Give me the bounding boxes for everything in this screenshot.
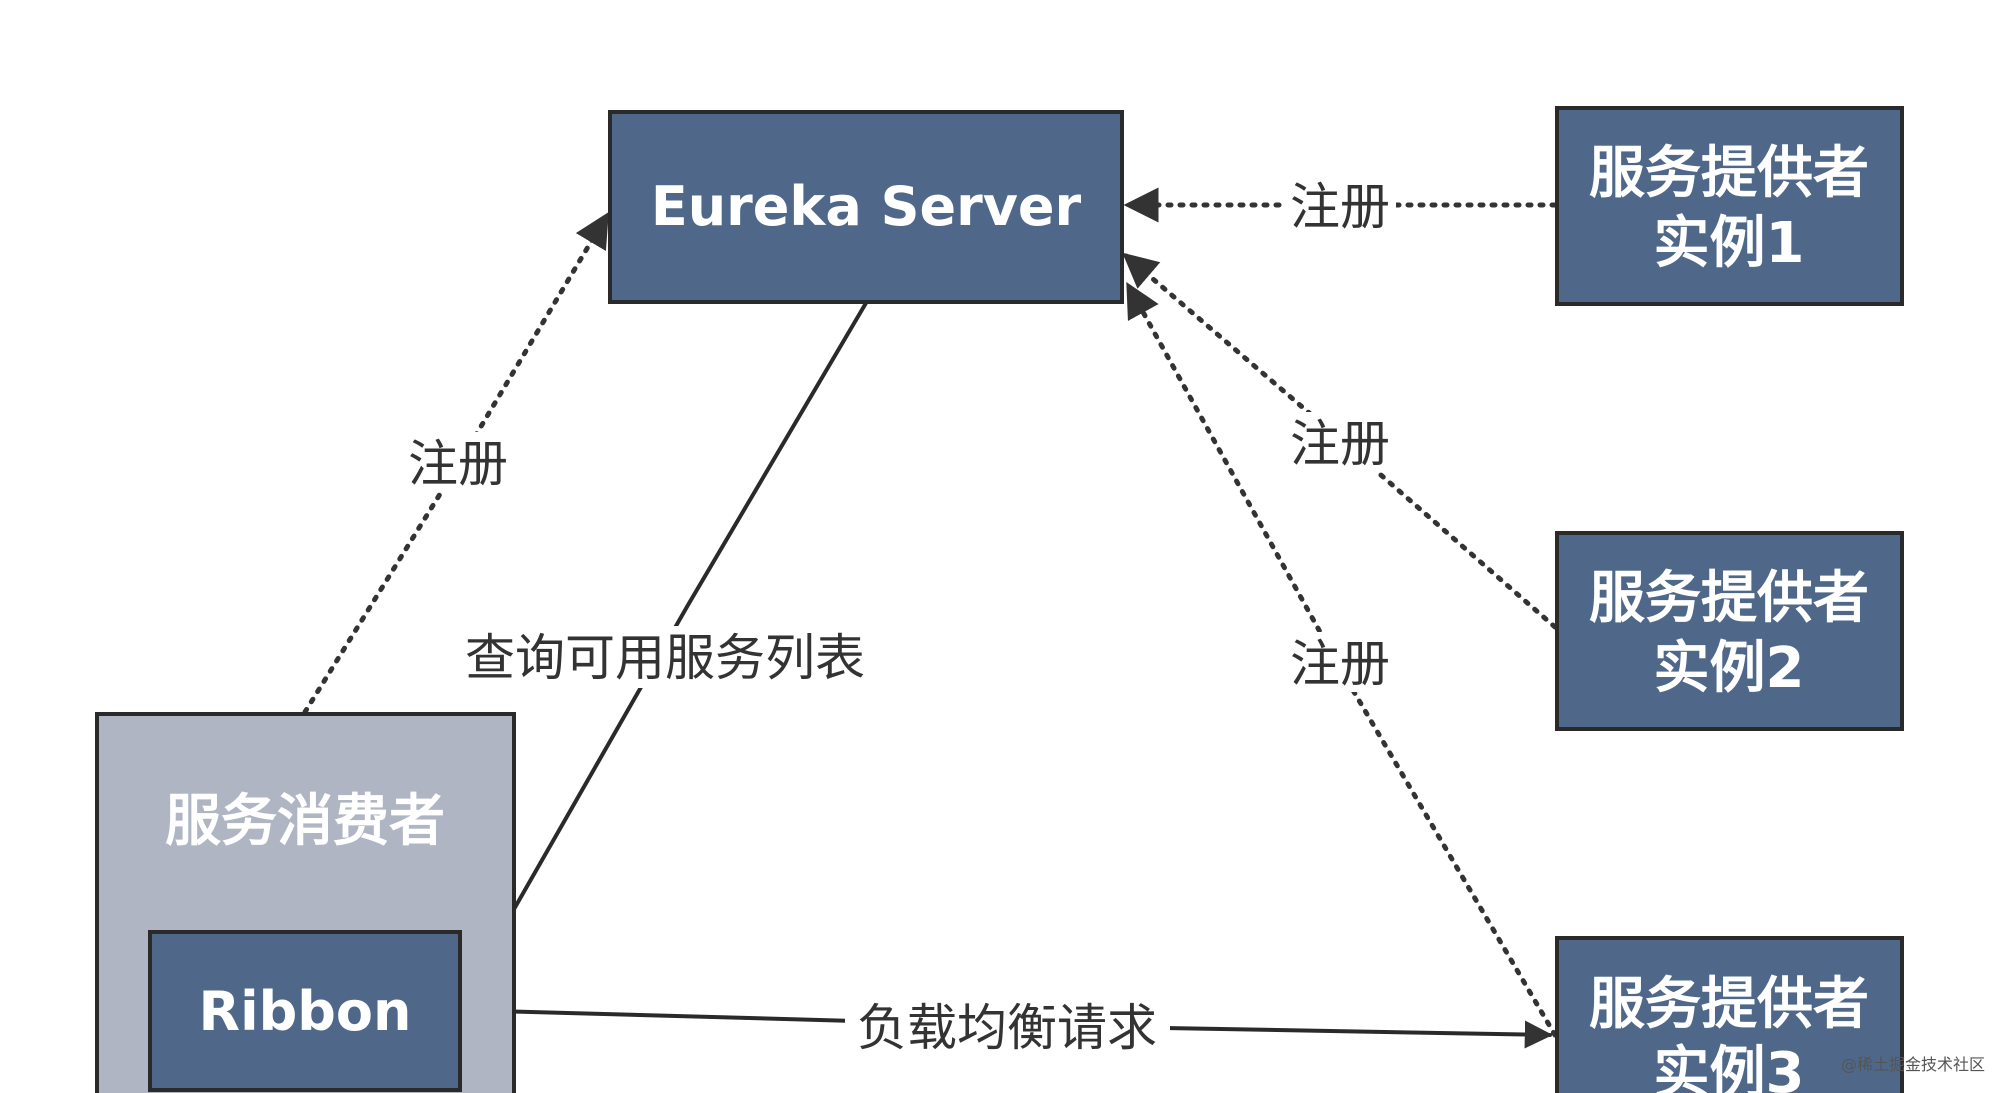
node-ribbon[interactable]: Ribbon <box>148 930 462 1092</box>
node-provider-3-line2: 实例3 <box>1654 1041 1805 1093</box>
node-eureka-server[interactable]: Eureka Server <box>608 110 1124 304</box>
node-provider-2-line1: 服务提供者 <box>1589 566 1869 631</box>
edge-label-register-consumer: 注册 <box>408 435 508 493</box>
node-provider-1[interactable]: 服务提供者 实例1 <box>1555 106 1904 306</box>
node-provider-3[interactable]: 服务提供者 实例3 <box>1555 936 1904 1093</box>
edge-label-load-balance: 负载均衡请求 <box>857 999 1157 1057</box>
node-provider-1-line1: 服务提供者 <box>1589 141 1869 206</box>
edge-label-register-provider1: 注册 <box>1290 178 1390 236</box>
edge-label-register-provider3: 注册 <box>1290 635 1390 693</box>
edge-label-query-services: 查询可用服务列表 <box>465 629 865 687</box>
edge-query-services <box>460 301 868 1003</box>
edge-register-provider2 <box>1122 252 1558 630</box>
edge-label-register-provider2: 注册 <box>1290 415 1390 473</box>
node-provider-3-line1: 服务提供者 <box>1589 972 1869 1037</box>
nodes: Eureka Server 服务提供者 实例1 服务提供者 实例2 服务提供者 … <box>95 106 1904 1093</box>
watermark: @稀土掘金技术社区 <box>1841 1055 1985 1074</box>
node-service-consumer-label: 服务消费者 <box>165 789 445 854</box>
node-provider-1-line2: 实例1 <box>1654 211 1805 276</box>
node-provider-2[interactable]: 服务提供者 实例2 <box>1555 531 1904 731</box>
node-provider-2-line2: 实例2 <box>1654 636 1805 701</box>
node-ribbon-label: Ribbon <box>199 980 412 1043</box>
edge-labels: 注册 注册 注册 注册 查询可用服务列表 负载均衡请求 <box>402 175 1396 1058</box>
node-eureka-server-label: Eureka Server <box>651 175 1082 238</box>
